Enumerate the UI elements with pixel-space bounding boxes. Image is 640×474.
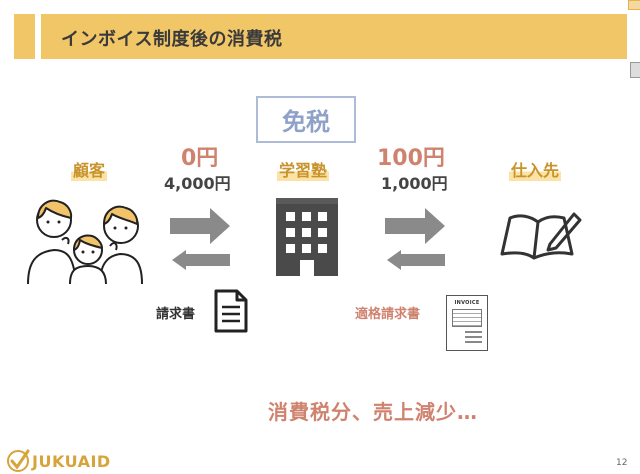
tax-exempt-badge: 免税	[256, 96, 356, 143]
window-edge-marker	[628, 0, 640, 10]
slide-title: インボイス制度後の消費税	[61, 29, 283, 50]
building-icon	[276, 198, 338, 276]
qualified-invoice-label: 適格請求書	[355, 307, 421, 322]
juku-label: 学習塾	[277, 157, 330, 181]
invoice-line	[465, 336, 482, 338]
supplier-label: 仕入先	[509, 157, 562, 181]
header-accent-tab	[14, 14, 35, 59]
document-icon	[214, 289, 248, 333]
supplier-price-amount: 1,000円	[381, 174, 448, 193]
page-number: 12	[616, 458, 628, 468]
customer-tax-amount: 0円	[181, 146, 219, 171]
header-bar	[41, 14, 627, 59]
invoice-table	[452, 309, 482, 327]
customer-price-amount: 4,000円	[164, 174, 231, 193]
invoice-line	[465, 341, 482, 343]
qualified-invoice-icon: INVOICE	[446, 295, 488, 351]
invoice-label: 請求書	[156, 307, 196, 322]
invoice-caption: INVOICE	[454, 300, 480, 306]
arrow-pair-left	[170, 208, 230, 270]
book-pen-icon	[500, 212, 582, 260]
supplier-tax-amount: 100円	[377, 146, 445, 171]
window-edge-handle	[630, 62, 640, 78]
arrow-pair-right	[385, 208, 445, 270]
jukuaid-logo-icon	[7, 449, 30, 472]
jukuaid-logo: JUKUAID	[32, 452, 111, 471]
family-icon	[27, 199, 143, 285]
invoice-line	[465, 331, 482, 333]
tax-decrease-message: 消費税分、売上減少…	[268, 400, 478, 424]
customer-label: 顧客	[71, 157, 108, 181]
